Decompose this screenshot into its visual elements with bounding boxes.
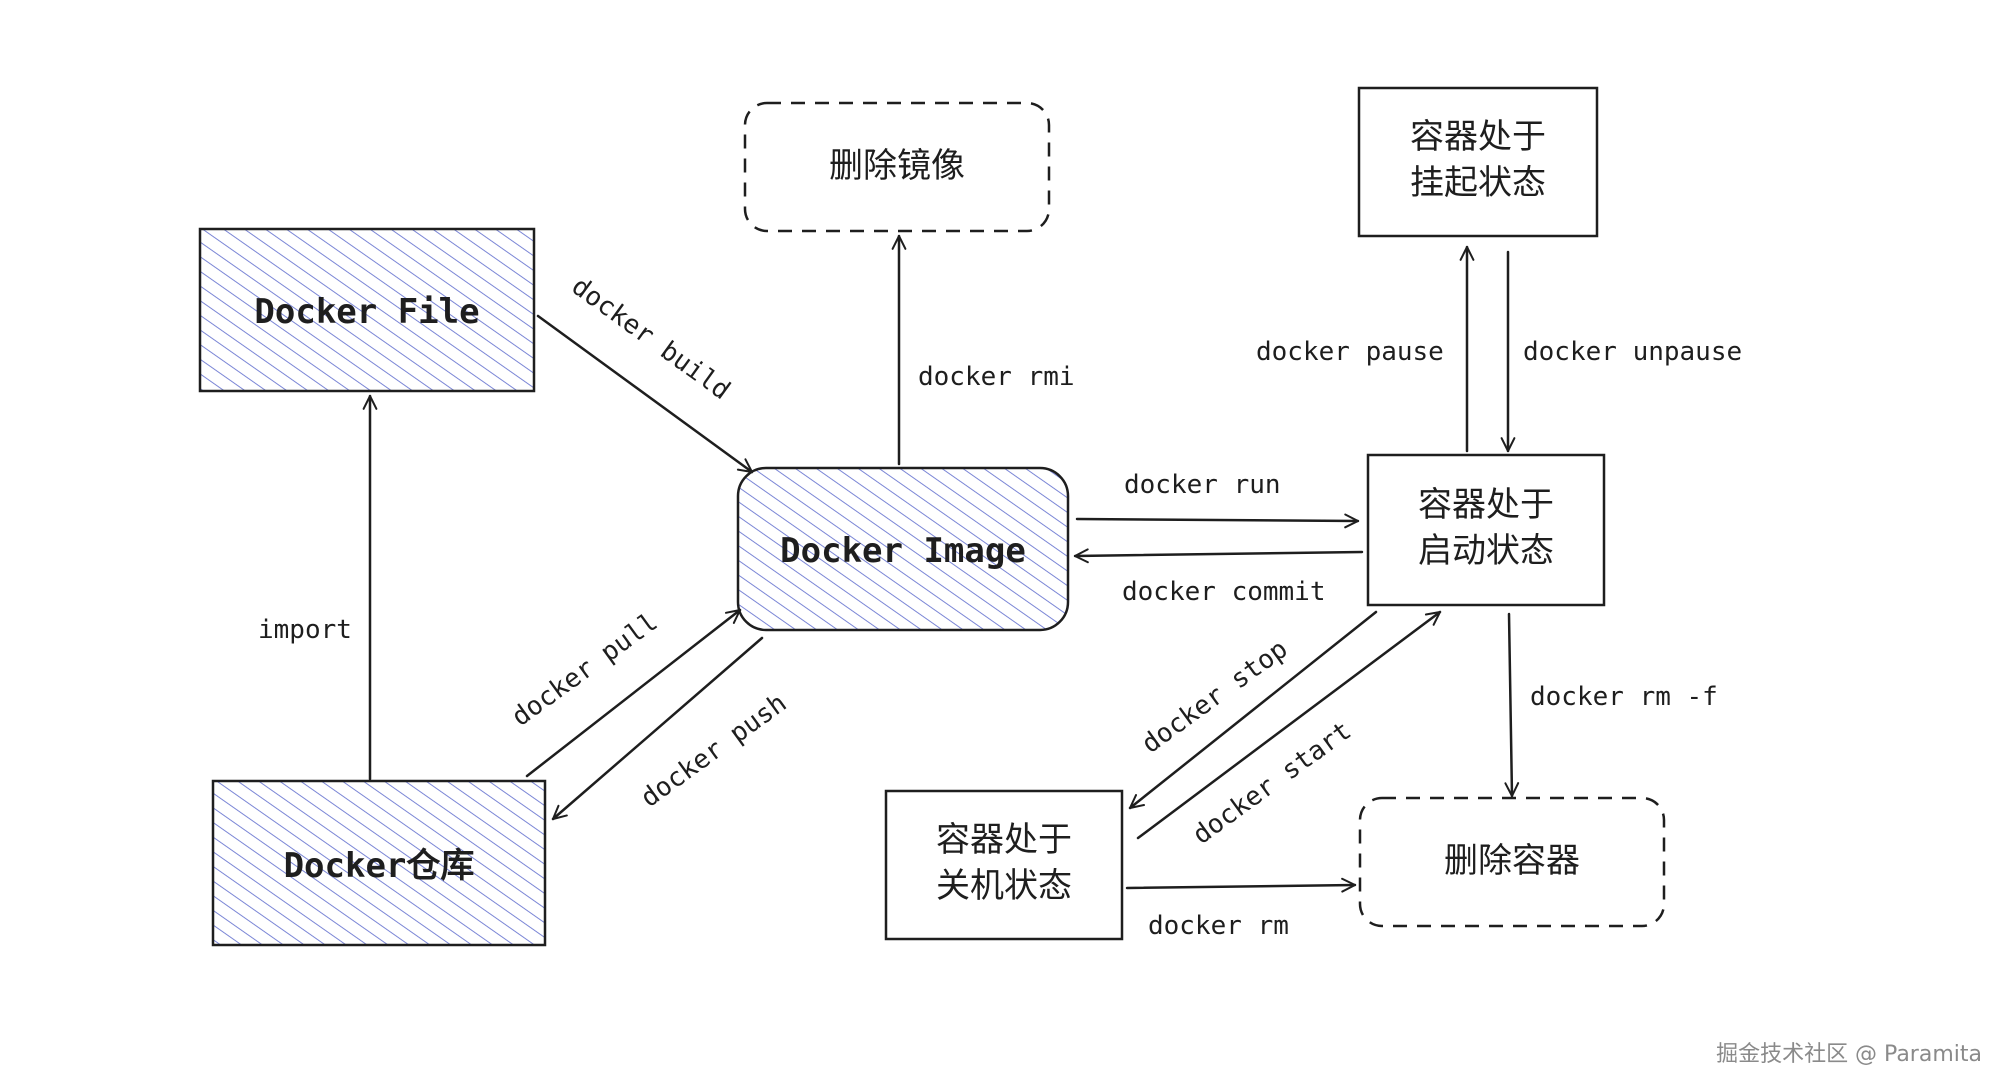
node-docker-file: Docker File [198, 227, 536, 393]
edge-docker-build: docker build [536, 271, 754, 474]
node-remove-container-label: 删除容器 [1444, 841, 1580, 881]
edge-docker-rm-f-label: docker rm -f [1530, 682, 1718, 712]
node-running: 容器处于 启动状态 [1366, 453, 1606, 607]
node-docker-registry-label: Docker仓库 [284, 846, 475, 886]
edge-docker-rm-f: docker rm -f [1504, 612, 1718, 798]
edge-docker-rm: docker rm [1125, 877, 1357, 941]
edge-docker-rmi: docker rmi [891, 234, 1075, 466]
edge-docker-run-label: docker run [1124, 470, 1281, 500]
edge-docker-pause-label: docker pause [1256, 337, 1444, 367]
edge-docker-unpause: docker unpause [1500, 250, 1742, 453]
node-remove-container: 删除容器 [1358, 796, 1666, 928]
edge-import-label: import [258, 615, 352, 645]
edge-docker-unpause-label: docker unpause [1523, 337, 1742, 367]
node-running-line1: 容器处于 [1418, 485, 1554, 525]
watermark: 掘金技术社区 @ Paramita [1716, 1042, 1982, 1067]
node-paused: 容器处于 挂起状态 [1357, 86, 1599, 238]
node-paused-line2: 挂起状态 [1410, 163, 1546, 203]
node-docker-image-label: Docker Image [780, 531, 1026, 571]
edge-docker-rmi-label: docker rmi [918, 362, 1075, 392]
node-stopped: 容器处于 关机状态 [884, 789, 1124, 941]
edge-docker-pull-label: docker pull [506, 607, 663, 732]
edge-docker-pause: docker pause [1256, 245, 1475, 453]
edge-docker-commit: docker commit [1073, 548, 1364, 607]
node-docker-file-label: Docker File [254, 292, 479, 332]
node-paused-line1: 容器处于 [1410, 117, 1546, 157]
node-remove-image: 删除镜像 [743, 101, 1051, 233]
edge-docker-commit-label: docker commit [1122, 577, 1326, 607]
edge-docker-rm-label: docker rm [1148, 911, 1289, 941]
node-remove-image-label: 删除镜像 [829, 146, 965, 186]
node-docker-image: Docker Image [736, 466, 1070, 632]
node-stopped-line1: 容器处于 [936, 820, 1072, 860]
edge-docker-run: docker run [1075, 470, 1360, 529]
node-stopped-line2: 关机状态 [936, 866, 1072, 906]
edge-docker-build-label: docker build [566, 271, 736, 406]
node-docker-registry: Docker仓库 [211, 779, 547, 947]
edge-import: import [258, 394, 378, 781]
node-running-line2: 启动状态 [1418, 531, 1554, 571]
edge-docker-push-label: docker push [635, 688, 792, 813]
